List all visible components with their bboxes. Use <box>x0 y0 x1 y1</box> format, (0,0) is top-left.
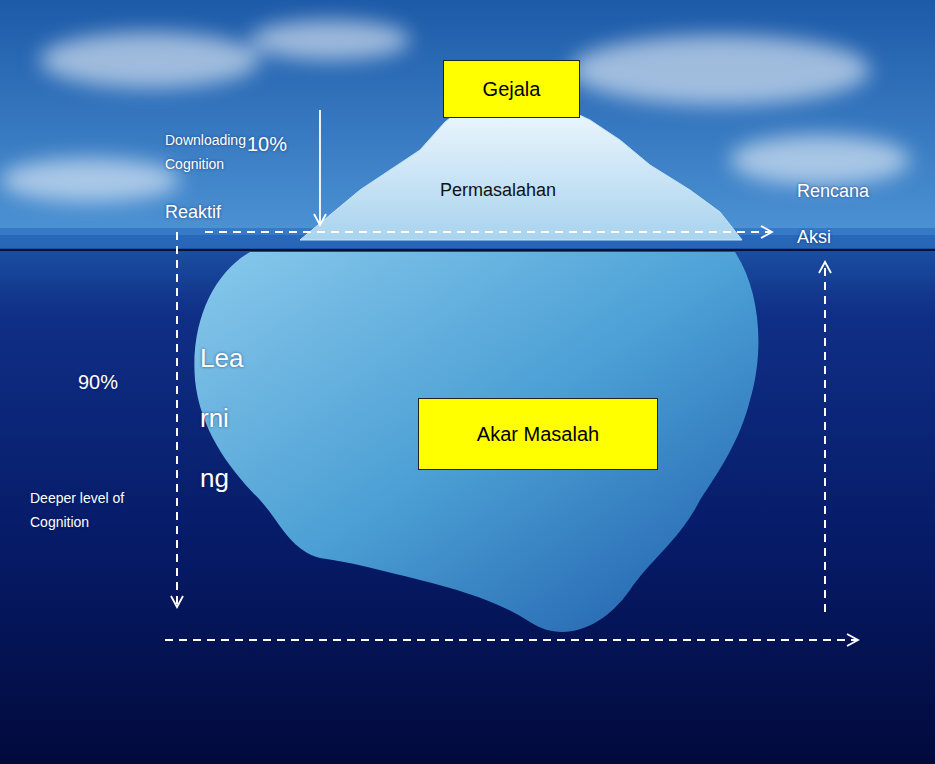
process-label: Lea rni ng <box>200 328 252 508</box>
action-label: Rencana Aksi <box>797 168 877 260</box>
box-text: Akar Masalah <box>477 423 599 446</box>
mode-label: Reaktif <box>165 200 221 224</box>
percent-label: 10% <box>247 132 287 156</box>
symptom-box: Gejala <box>443 60 580 118</box>
level-label: Deeper level of Cognition <box>30 486 148 534</box>
surface-label: Permasalahan <box>440 178 556 202</box>
box-text: Gejala <box>483 78 541 101</box>
percent-label: 90% <box>78 370 118 394</box>
root-cause-box: Akar Masalah <box>418 398 658 470</box>
